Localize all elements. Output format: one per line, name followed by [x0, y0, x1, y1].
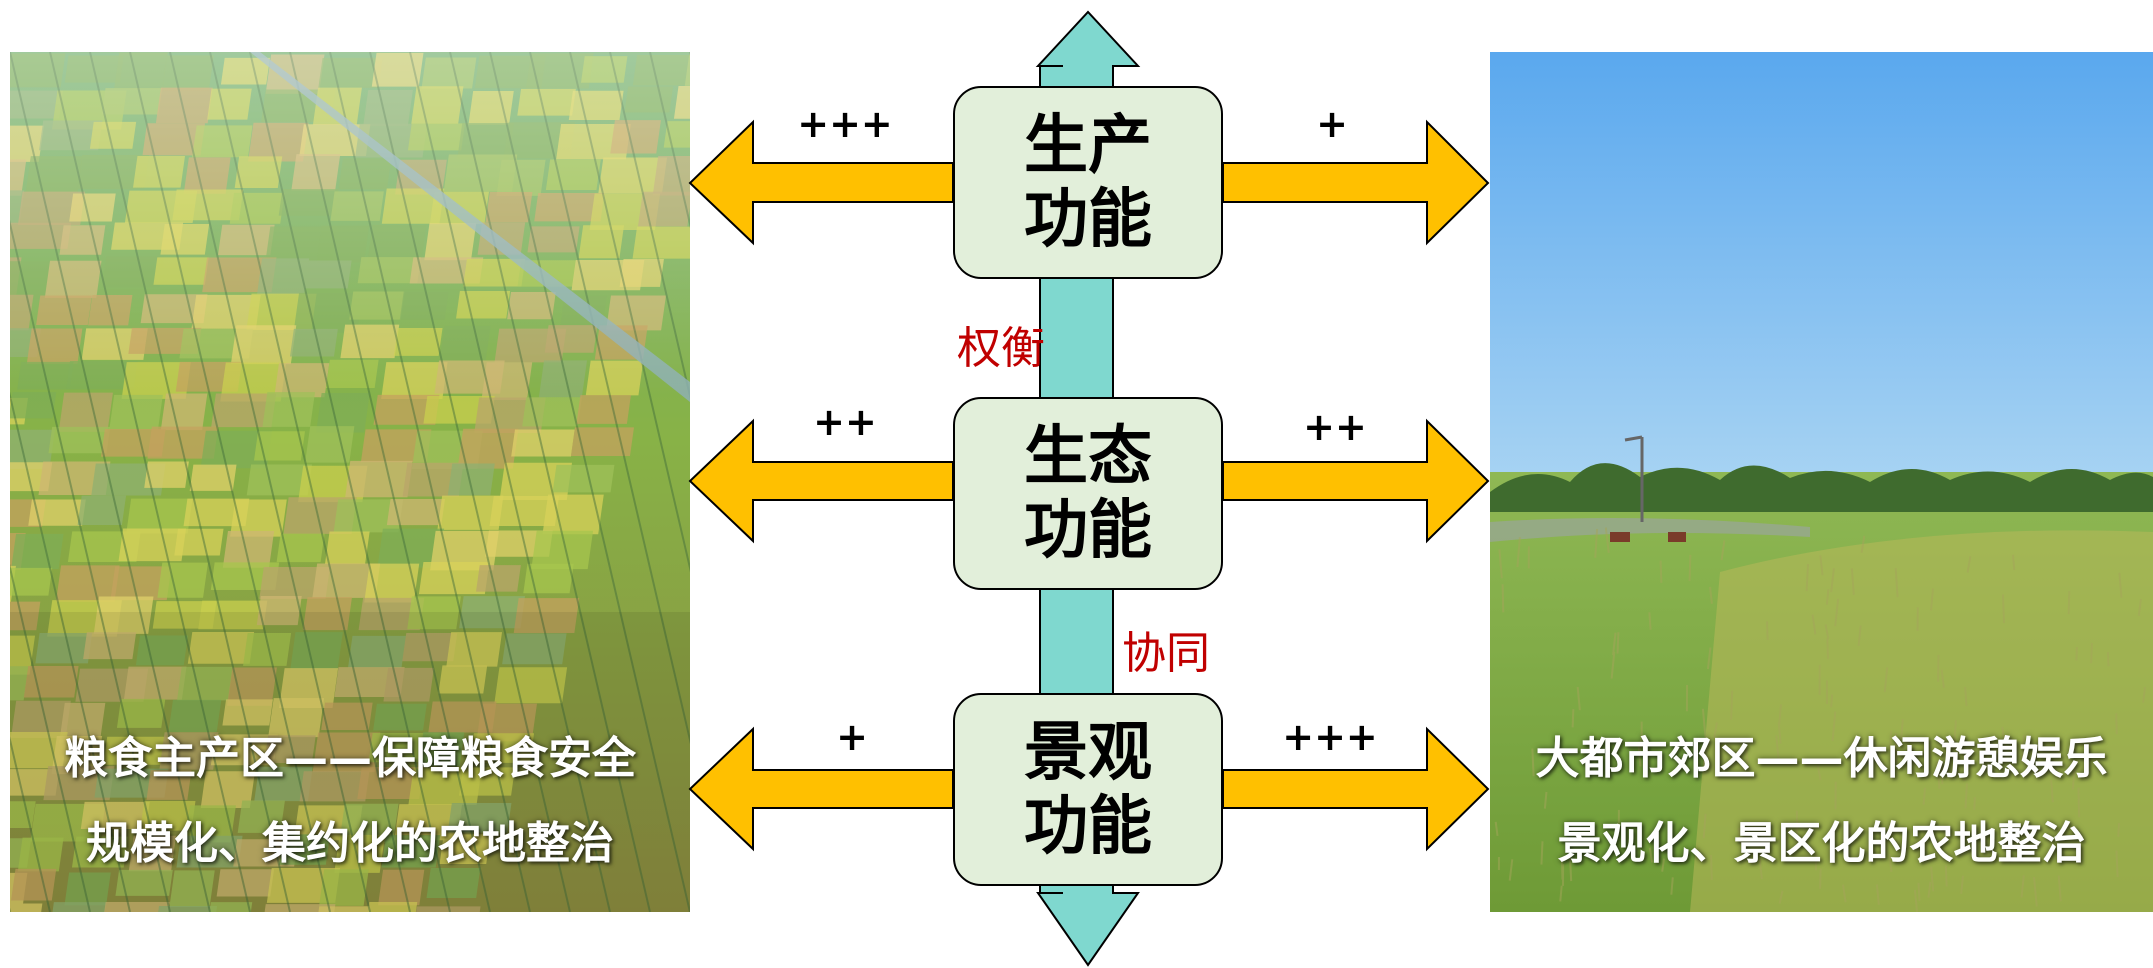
right-caption-line1: 大都市郊区——休闲游憩娱乐: [1535, 733, 2108, 784]
landscape-right-arrow: [1222, 726, 1490, 852]
ecology-left-level: ++: [813, 400, 877, 444]
production-left-level: +++: [797, 102, 893, 146]
ecology-right-level: ++: [1303, 405, 1367, 449]
production-function-box: 生产 功能: [953, 86, 1223, 279]
production-left-arrow: [688, 119, 954, 246]
landscape-function-box: 景观 功能: [953, 693, 1223, 886]
landscape-left-level: +: [836, 715, 868, 759]
tradeoff-label: 权衡: [957, 323, 1045, 374]
right-caption-line2: 景观化、景区化的农地整治: [1557, 818, 2086, 869]
synergy-label: 协同: [1122, 628, 1210, 679]
suburban-park-photo: 大都市郊区——休闲游憩娱乐 景观化、景区化的农地整治: [1490, 52, 2153, 912]
landscape-left-arrow: [688, 726, 954, 852]
paddy-field-photo: 粮食主产区——保障粮食安全 规模化、集约化的农地整治: [10, 52, 690, 912]
landscape-line2: 功能: [1024, 789, 1152, 864]
park-meadow-image: [1490, 52, 2153, 912]
ecology-line1: 生态: [1024, 419, 1152, 494]
paddy-field-image: [10, 52, 690, 912]
landscape-line1: 景观: [1024, 715, 1152, 790]
ecology-line2: 功能: [1024, 493, 1152, 568]
production-right-level: +: [1316, 102, 1348, 146]
landscape-right-level: +++: [1282, 715, 1378, 759]
ecology-left-arrow: [688, 418, 954, 544]
left-caption-line2: 规模化、集约化的农地整治: [86, 818, 614, 869]
production-right-arrow: [1222, 119, 1490, 246]
ecology-function-box: 生态 功能: [953, 397, 1223, 590]
production-line1: 生产: [1024, 108, 1152, 183]
ecology-right-arrow: [1222, 418, 1490, 544]
production-line2: 功能: [1024, 182, 1152, 257]
left-caption-line1: 粮食主产区——保障粮食安全: [64, 733, 636, 784]
